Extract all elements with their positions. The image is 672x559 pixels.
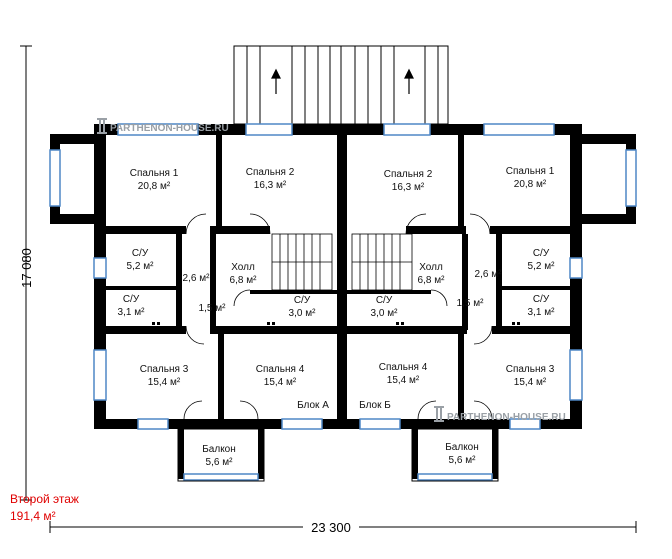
room-name-bed4-right: Спальня 4: [379, 362, 428, 373]
room-name-hall-right: Холл: [419, 262, 443, 273]
house-logo-icon: [97, 118, 444, 422]
block-b-label: Блок Б: [359, 400, 391, 411]
room-area-bed3-right: 15,4 м²: [514, 377, 547, 388]
room-area-small-left-bottom: 1,5 м²: [199, 303, 227, 314]
vents: [152, 322, 520, 355]
room-name-balcony-right: Балкон: [445, 442, 479, 453]
floor-area: 191,4 м²: [10, 509, 56, 523]
room-name-wc3-left: С/У: [294, 295, 311, 306]
room-labels: Спальня 1 20,8 м² Спальня 2 16,3 м² Спал…: [118, 166, 556, 468]
watermark-top: PARTHENON-HOUSE.RU: [110, 123, 229, 134]
room-area-bed4-left: 15,4 м²: [264, 377, 297, 388]
interior-stairs: [271, 233, 413, 291]
room-name-balcony-left: Балкон: [202, 444, 236, 455]
room-area-wc2-right: 3,1 м²: [528, 307, 556, 318]
room-area-balcony-right: 5,6 м²: [449, 455, 477, 466]
room-area-small-right-bottom: 1,5 м²: [457, 298, 485, 309]
room-area-bed1-left: 20,8 м²: [138, 181, 171, 192]
floor-title: Второй этаж: [10, 492, 79, 506]
room-area-wc1-left: 5,2 м²: [127, 261, 155, 272]
room-area-bed2-left: 16,3 м²: [254, 180, 287, 191]
room-name-bed2-right: Спальня 2: [384, 169, 433, 180]
room-name-bed4-left: Спальня 4: [256, 364, 305, 375]
windows: [49, 123, 637, 481]
room-area-small-right-top: 2,6 м²: [475, 269, 503, 280]
room-area-wc2-left: 3,1 м²: [118, 307, 146, 318]
block-a-label: Блок А: [297, 400, 329, 411]
room-name-hall-left: Холл: [231, 262, 255, 273]
room-name-wc2-right: С/У: [533, 294, 550, 305]
room-name-wc1-left: С/У: [132, 248, 149, 259]
room-name-bed1-right: Спальня 1: [506, 166, 555, 177]
top-stair-structure: [233, 45, 449, 125]
room-area-bed2-right: 16,3 м²: [392, 182, 425, 193]
room-area-wc3-right: 3,0 м²: [371, 308, 399, 319]
room-name-bed3-right: Спальня 3: [506, 364, 555, 375]
room-area-wc1-right: 5,2 м²: [528, 261, 556, 272]
watermark-bottom: PARTHENON-HOUSE.RU: [447, 412, 566, 423]
room-area-hall-left: 6,8 м²: [230, 275, 258, 286]
room-name-bed3-left: Спальня 3: [140, 364, 189, 375]
room-area-wc3-left: 3,0 м²: [289, 308, 317, 319]
height-dimension-label: 17 080: [19, 248, 34, 288]
room-area-bed4-right: 15,4 м²: [387, 375, 420, 386]
balconies: [177, 428, 499, 482]
doors: [183, 213, 493, 420]
room-name-wc1-right: С/У: [533, 248, 550, 259]
room-area-small-left-top: 2,6 м²: [183, 273, 211, 284]
room-name-wc2-left: С/У: [123, 294, 140, 305]
room-name-bed2-left: Спальня 2: [246, 167, 295, 178]
room-area-bed1-right: 20,8 м²: [514, 179, 547, 190]
room-name-bed1-left: Спальня 1: [130, 168, 179, 179]
room-name-wc3-right: С/У: [376, 295, 393, 306]
room-area-bed3-left: 15,4 м²: [148, 377, 181, 388]
room-area-hall-right: 6,8 м²: [418, 275, 446, 286]
width-dimension-label: 23 300: [311, 520, 351, 535]
room-area-balcony-left: 5,6 м²: [206, 457, 234, 468]
up-arrow-icon: [271, 68, 414, 94]
